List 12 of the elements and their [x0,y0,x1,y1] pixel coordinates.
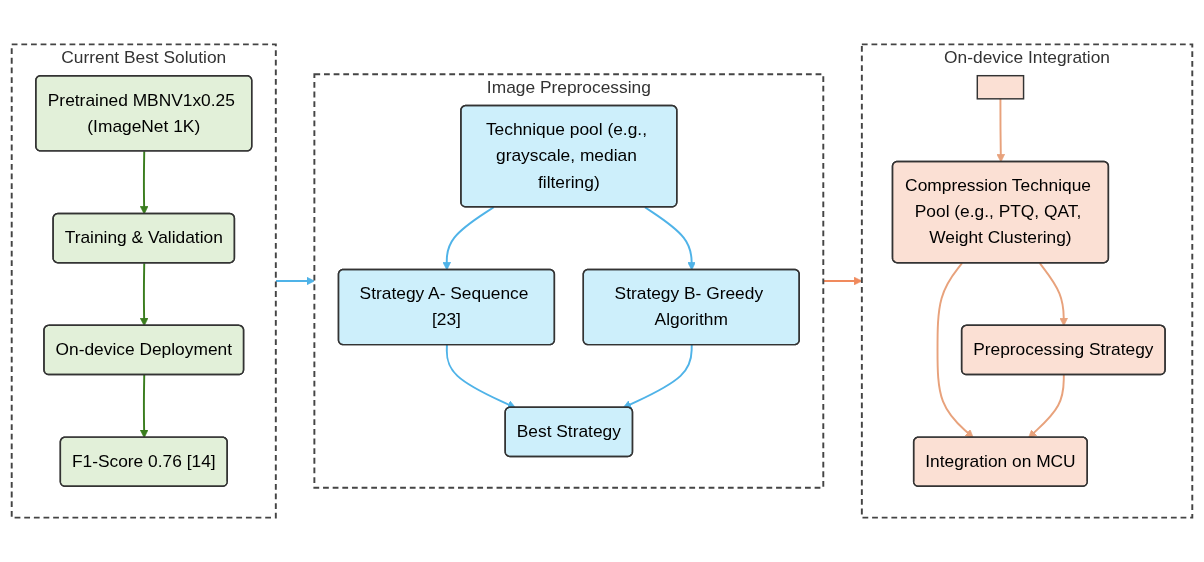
arrow [139,150,149,215]
arrow [139,374,149,438]
arrow [936,262,974,438]
arrow [442,206,495,271]
arrow [445,344,516,409]
node-box [976,74,1025,100]
arrow [996,97,1006,163]
arrow [622,344,693,409]
arrow [139,262,149,327]
arrow [1028,374,1065,438]
arrow [1038,262,1068,327]
arrow [643,206,696,271]
